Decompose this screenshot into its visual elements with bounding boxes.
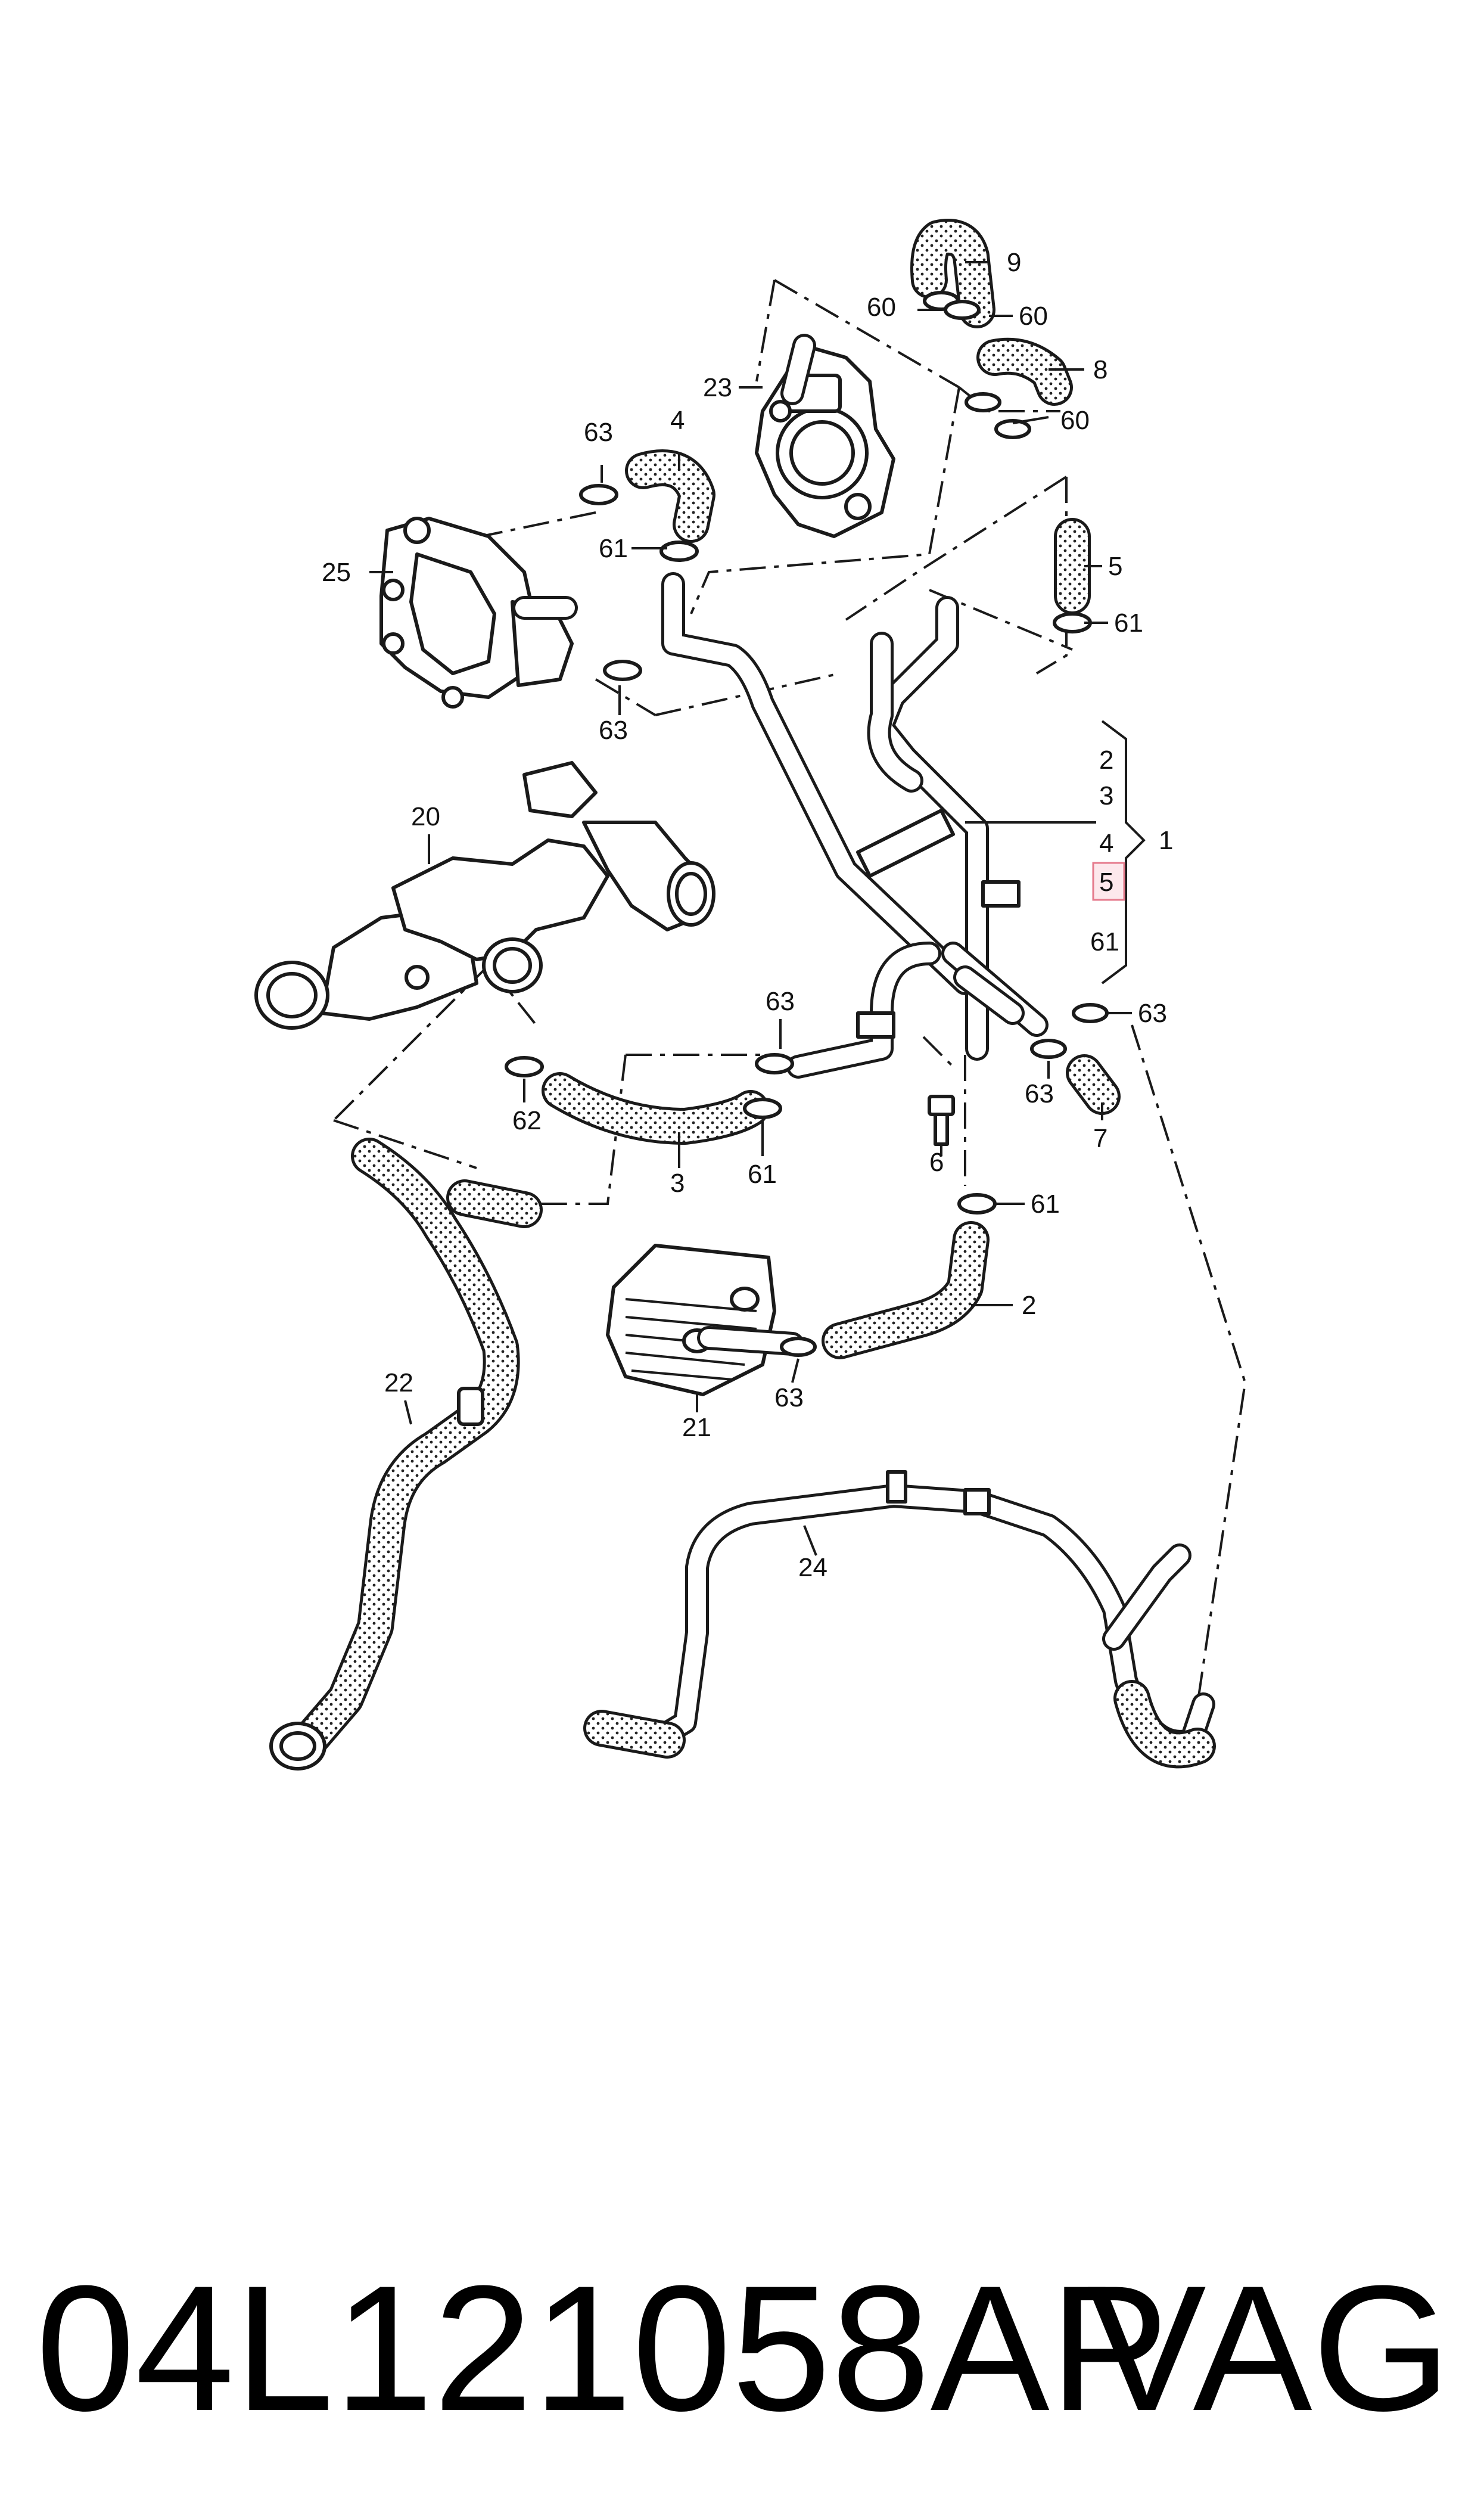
callout-20: 20: [411, 802, 440, 831]
callout-2-b: 2: [1022, 1291, 1036, 1320]
egr-unit-25: [379, 517, 578, 709]
callout-63-e: 63: [1025, 1079, 1054, 1108]
part-number-label: 04L121058AP: [36, 2248, 1169, 2448]
hose-2: [822, 1193, 997, 1359]
callout-9: 9: [1007, 248, 1021, 277]
leader-lines: [369, 261, 1132, 1556]
highlight-box-5: [1092, 862, 1125, 901]
hose-7: [1030, 1003, 1121, 1115]
callout-3-a: 3: [1099, 781, 1113, 810]
hose-3: [505, 1053, 794, 1145]
callout-4-a: 4: [670, 406, 685, 435]
pipe-assembly-1: [661, 572, 1049, 1079]
callout-21: 21: [682, 1413, 711, 1442]
thermostat-housing-20: [254, 761, 715, 1030]
bolt-6: [928, 1095, 955, 1146]
hose-4-upper: [625, 449, 715, 543]
callout-2-a: 2: [1099, 746, 1113, 775]
group-bracket: [1101, 720, 1146, 984]
hose-22: [269, 1138, 543, 1771]
callout-60-b: 60: [1019, 302, 1048, 331]
hose-9: [910, 219, 995, 328]
callout-24: 24: [798, 1553, 827, 1582]
callout-25: 25: [322, 558, 351, 587]
callout-4-b: 4: [1099, 829, 1113, 858]
hose-8: [976, 337, 1073, 406]
callout-23: 23: [703, 373, 732, 402]
callout-6: 6: [929, 1148, 944, 1177]
callout-labels: 9 60 60 8 60 23 63 4 61 25 63 5 61 2 3 4…: [322, 248, 1173, 1582]
callout-60-c: 60: [1060, 406, 1090, 435]
clamps-60: [923, 291, 1031, 439]
throttle-body-23: [755, 334, 895, 538]
hose-5: [1053, 518, 1092, 633]
pipe-24: [583, 1470, 1216, 1769]
callout-63-b: 63: [599, 716, 628, 745]
callout-61-d: 61: [748, 1160, 777, 1189]
callout-3-b: 3: [670, 1169, 685, 1198]
callout-5-a: 5: [1108, 552, 1122, 581]
callout-22: 22: [384, 1368, 413, 1397]
callout-60-a: 60: [867, 293, 896, 322]
callout-63-a: 63: [584, 418, 613, 447]
callout-63-d: 63: [1138, 999, 1167, 1028]
callout-61-b: 61: [1114, 608, 1143, 638]
callout-8: 8: [1093, 355, 1107, 384]
callout-62: 62: [512, 1106, 542, 1135]
callout-63-c: 63: [766, 987, 795, 1016]
callout-5-highlighted: 5: [1099, 868, 1113, 897]
brand-label: VAG: [1087, 2248, 1451, 2448]
callout-61-c: 61: [1090, 927, 1119, 956]
oil-cooler-21: [606, 1244, 817, 1396]
callout-1: 1: [1159, 826, 1173, 855]
callout-63-f: 63: [774, 1383, 804, 1412]
callout-7: 7: [1093, 1124, 1107, 1153]
callout-61-e: 61: [1031, 1189, 1060, 1219]
clamps-61-63-upper: [579, 484, 699, 681]
callout-61-a: 61: [599, 534, 628, 563]
